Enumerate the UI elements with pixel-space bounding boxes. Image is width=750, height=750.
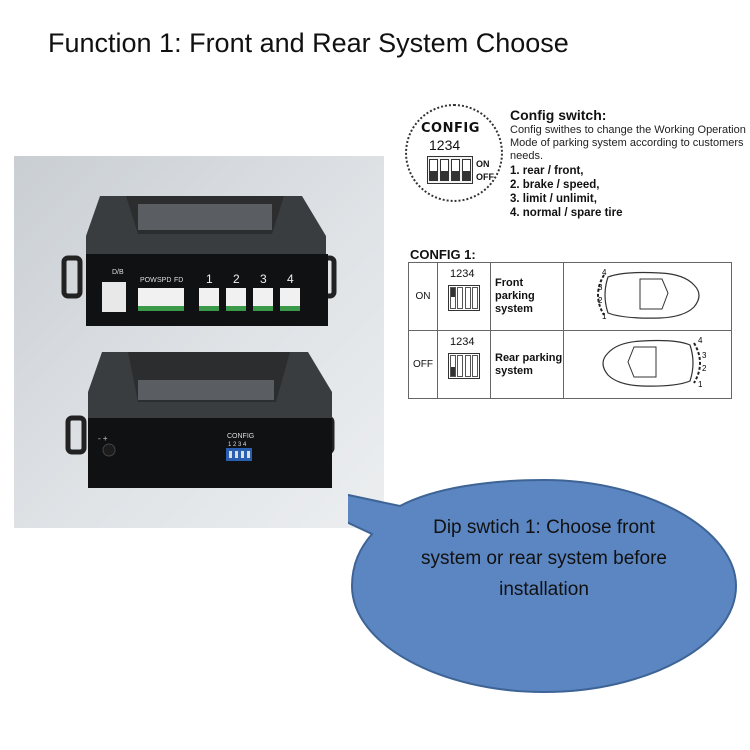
callout-shape (348, 478, 738, 694)
config-switch-heading: Config switch: (510, 107, 607, 123)
dip-switch-on-icon (448, 285, 480, 311)
volume-mark: - + (98, 434, 108, 443)
callout-text: Dip swtich 1: Choose front system or rea… (398, 512, 690, 605)
spd-label: SPD (157, 277, 171, 284)
sensor-label: 2 (598, 296, 603, 305)
callout-line: Dip swtich 1: Choose front (433, 517, 655, 538)
dip-switch-icon (427, 156, 473, 184)
dip-switch-off-icon (448, 353, 480, 379)
config-label: CONFIG (227, 433, 254, 440)
sensor-label: 4 (602, 268, 607, 277)
car-diagram-cell: 4 3 2 1 (563, 262, 732, 331)
bottom-unit: - + CONFIG 1 2 3 4 (65, 352, 335, 488)
parking-sensor-units: D/B POW SPD FD 1 2 3 4 (61, 196, 337, 488)
callout-line: installation (499, 579, 589, 600)
config-numbers: 1 2 3 4 (228, 442, 247, 448)
product-photo: D/B POW SPD FD 1 2 3 4 (14, 156, 384, 528)
config-item: 4. normal / spare tire (510, 207, 623, 219)
port-2-label: 2 (233, 272, 240, 286)
config1-table: ON 1234 Front parking system 4 3 2 1 OFF… (408, 262, 732, 399)
dip-cell: 1234 (437, 330, 491, 399)
front-sensor-car-icon: 4 3 2 1 (597, 268, 700, 321)
config-item: 2. brake / speed, (510, 179, 600, 191)
state-cell: ON (408, 262, 438, 331)
sensor-label: 1 (698, 380, 703, 389)
table-row: OFF 1234 Rear parking system 4 3 2 1 (408, 330, 732, 399)
sensor-label: 3 (702, 351, 707, 360)
config-badge-numbers: 1234 (429, 137, 461, 153)
config-switch-description: Config swithes to change the Working Ope… (510, 124, 746, 162)
config-switch-badge: CONFIG 1234 ON OFF (405, 104, 503, 202)
config-item: 3. limit / unlimit, (510, 193, 597, 205)
config-badge-on: ON (476, 159, 490, 169)
db-label: D/B (112, 269, 124, 276)
rear-sensor-car-icon: 4 3 2 1 (602, 336, 707, 389)
mode-label: Front parking system (490, 262, 564, 331)
sensor-label: 4 (698, 336, 703, 345)
dip-numbers: 1234 (450, 268, 475, 280)
config-switch-list: 1. rear / front, 2. brake / speed, 3. li… (510, 164, 623, 220)
fd-label: FD (174, 277, 183, 284)
config-item: 1. rear / front, (510, 165, 584, 177)
config1-title: CONFIG 1: (410, 247, 476, 262)
port-1-label: 1 (206, 272, 213, 286)
pow-label: POW (140, 277, 157, 284)
sensor-label: 2 (702, 364, 707, 373)
mode-label: Rear parking system (490, 330, 564, 399)
page-title: Function 1: Front and Rear System Choose (48, 28, 569, 58)
car-diagram-cell: 4 3 2 1 (563, 330, 732, 399)
top-unit: D/B POW SPD FD 1 2 3 4 (61, 196, 337, 326)
config-badge-off: OFF (476, 172, 494, 182)
port-4-label: 4 (287, 272, 294, 286)
port-3-label: 3 (260, 272, 267, 286)
callout-line: system or rear system before (420, 548, 668, 569)
callout-bubble (348, 478, 738, 694)
state-cell: OFF (408, 330, 438, 399)
config-badge-label: CONFIG (421, 121, 480, 136)
sensor-label: 3 (598, 283, 603, 292)
sensor-label: 1 (602, 312, 607, 321)
dip-cell: 1234 (437, 262, 491, 331)
dip-numbers: 1234 (450, 336, 475, 348)
table-row: ON 1234 Front parking system 4 3 2 1 (408, 262, 732, 331)
